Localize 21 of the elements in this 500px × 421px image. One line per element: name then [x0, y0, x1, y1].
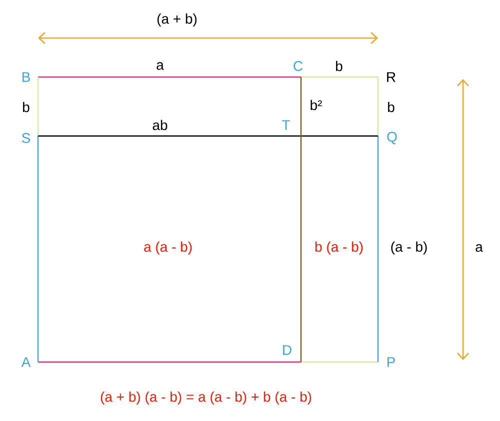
point-label: C [294, 61, 303, 71]
dimension-label: a [476, 244, 483, 252]
area-label: b² [310, 100, 322, 110]
area-label: b (a - b) [315, 241, 363, 255]
area-label: a (a - b) [144, 241, 192, 255]
point-label: A [21, 357, 31, 367]
point-label: R [387, 72, 396, 82]
side-label: b [336, 60, 342, 72]
point-label: D [283, 345, 292, 355]
point-label: B [22, 72, 30, 82]
point-label: S [22, 133, 30, 143]
side-label: b [388, 102, 394, 112]
point-label: Q [387, 132, 397, 144]
point-label: T [282, 120, 290, 130]
side-label: b [23, 102, 30, 112]
equation: (a + b) (a - b) = a (a - b) + b (a - b) [100, 391, 312, 405]
area-label: ab [152, 120, 168, 130]
side-label: (a - b) [391, 241, 427, 255]
point-label: P [387, 357, 395, 367]
dimension-label: (a + b) [157, 13, 197, 27]
side-label: a [156, 62, 164, 70]
